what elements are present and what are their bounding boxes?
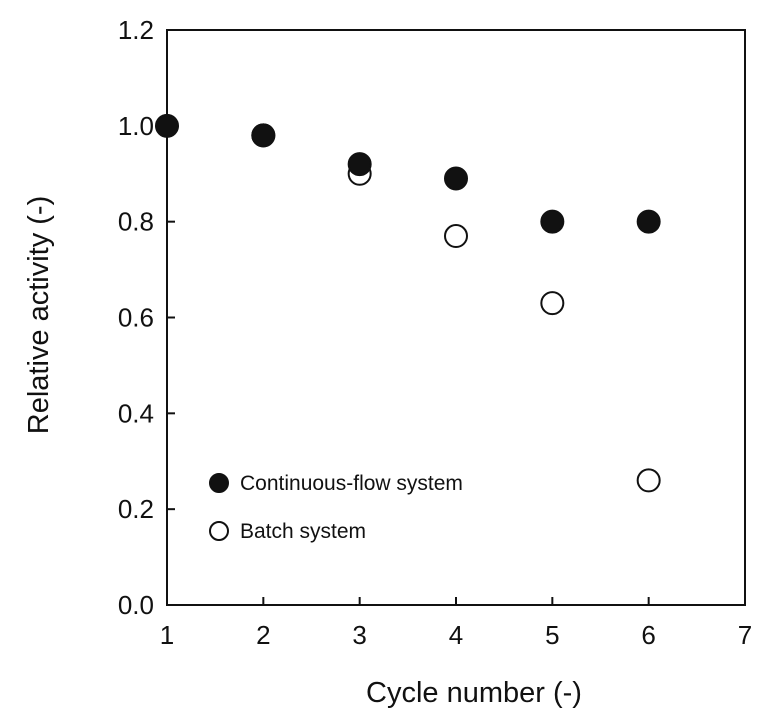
batch-point [540,291,565,316]
continuous-flow-point [155,113,179,138]
y-tick-label: 0.0 [118,590,154,620]
x-tick-label: 3 [352,620,366,650]
y-tick-label: 0.6 [118,303,154,333]
y-tick-label: 1.0 [118,111,154,141]
plot-frame [166,29,746,606]
continuous-flow-point [444,166,468,191]
x-tick-label: 4 [449,620,463,650]
continuous-flow-point [540,209,565,234]
continuous-flow-point [636,209,661,234]
y-tick-label: 1.2 [118,15,154,45]
y-axis-title: Relative activity (-) [23,196,55,435]
continuous-flow-point [251,123,276,148]
legend-label-continuous: Continuous-flow system [240,472,463,495]
x-tick-label: 7 [738,620,752,650]
x-tick-label: 2 [256,620,270,650]
legend-label-batch: Batch system [240,520,366,543]
y-tick-label: 0.4 [118,398,154,428]
continuous-flow-point [347,152,372,177]
data-points-group [155,113,661,493]
x-tick-label: 6 [641,620,655,650]
x-tick-label: 1 [160,620,174,650]
ticks-group: 1 2 3 4 5 6 7 0.0 0.2 0.4 0.6 0.8 1.0 1.2 [118,15,752,650]
legend-marker-continuous [209,473,229,493]
legend-marker-batch [209,521,229,541]
batch-point [636,468,661,493]
x-tick-label: 5 [545,620,559,650]
axes-group [166,29,746,606]
y-tick-label: 0.8 [118,207,154,237]
batch-point [444,224,468,249]
y-tick-label: 0.2 [118,494,154,524]
x-axis-title: Cycle number (-) [366,677,582,709]
